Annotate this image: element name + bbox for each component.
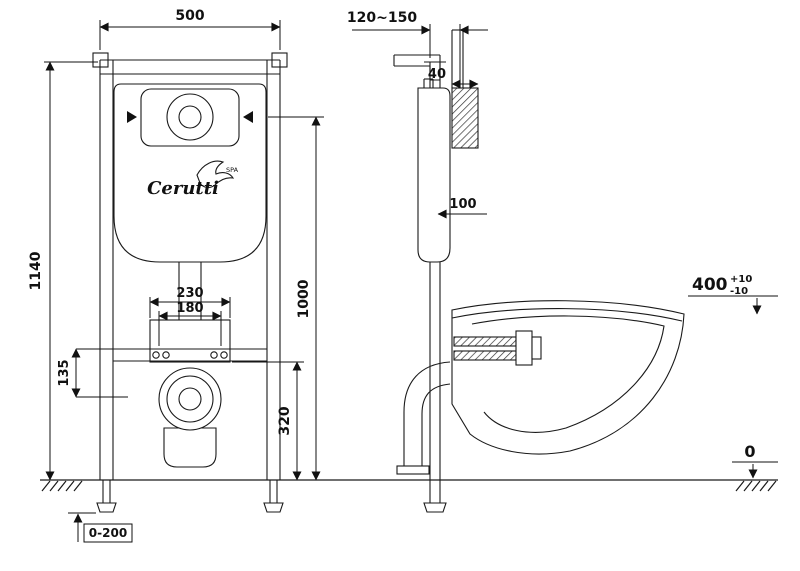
side-view [393, 29, 685, 513]
dim-400-label: 400 [692, 275, 728, 295]
outlet-front [158, 367, 222, 468]
dim-100-label: 100 [449, 197, 476, 212]
dim-230-label: 230 [176, 286, 203, 301]
flush-button-inner [178, 105, 202, 129]
outlet-elbow [396, 361, 451, 475]
supply-pipe [451, 29, 464, 88]
bolt-hole [162, 351, 170, 359]
dim-1140-label: 1140 [28, 251, 44, 290]
flush-plate [140, 88, 240, 147]
dim-230 [149, 297, 231, 318]
cistern-front [113, 83, 267, 263]
bend-housing [113, 319, 267, 363]
flush-pipe-front [178, 262, 202, 320]
dim-500-label: 500 [175, 8, 204, 24]
bolt-hole [220, 351, 228, 359]
dim-135-label: 135 [57, 359, 72, 386]
side-leg [423, 480, 447, 513]
dim-40-label: 40 [428, 67, 446, 82]
brand-logo-text: Cerutti [147, 178, 219, 199]
bird-logo-icon [196, 160, 235, 188]
latch-mark-left [127, 111, 137, 123]
dimension-lines [44, 20, 778, 543]
bolt-hole [210, 351, 218, 359]
front-frame [92, 52, 288, 480]
bolt-hole [152, 351, 160, 359]
latch-mark-right [243, 111, 253, 123]
dim-depth-label: 120~150 [347, 10, 417, 26]
dim-1000 [268, 116, 324, 481]
dim-320-label: 320 [277, 406, 293, 435]
wall-anchor-right [271, 52, 288, 68]
flush-button-outer [166, 93, 214, 141]
mounting-studs [453, 330, 542, 366]
dim-135 [71, 348, 128, 398]
dim-320 [232, 361, 304, 481]
dim-zero [732, 461, 778, 479]
front-legs [96, 480, 284, 513]
dim-400 [688, 295, 778, 315]
brand-suffix-text: SPA [226, 166, 239, 174]
dim-1000-label: 1000 [296, 279, 312, 318]
cistern-side [417, 78, 451, 263]
floor-hatch-right [735, 480, 777, 492]
dimension-labels: 500 1140 230 180 135 320 1000 0-200 120~… [28, 8, 756, 540]
dim-depth [352, 24, 488, 84]
floor-hatch-left [41, 480, 83, 492]
inlet-hose-coil [451, 87, 479, 149]
bowl-side [451, 300, 685, 455]
dim-1140 [44, 61, 98, 481]
dim-leg-adjust-label: 0-200 [89, 526, 127, 540]
dim-180-label: 180 [176, 301, 203, 316]
wall-anchor-left [92, 52, 109, 68]
front-view [92, 52, 288, 513]
floor-line [40, 479, 778, 492]
dim-leg-adjust [68, 512, 133, 543]
dim-zero-label: 0 [744, 442, 755, 461]
dim-180 [158, 311, 222, 346]
dim-500 [99, 20, 281, 50]
dim-400-tol-minus: -10 [730, 286, 748, 297]
dim-400-tol-plus: +10 [730, 274, 752, 285]
